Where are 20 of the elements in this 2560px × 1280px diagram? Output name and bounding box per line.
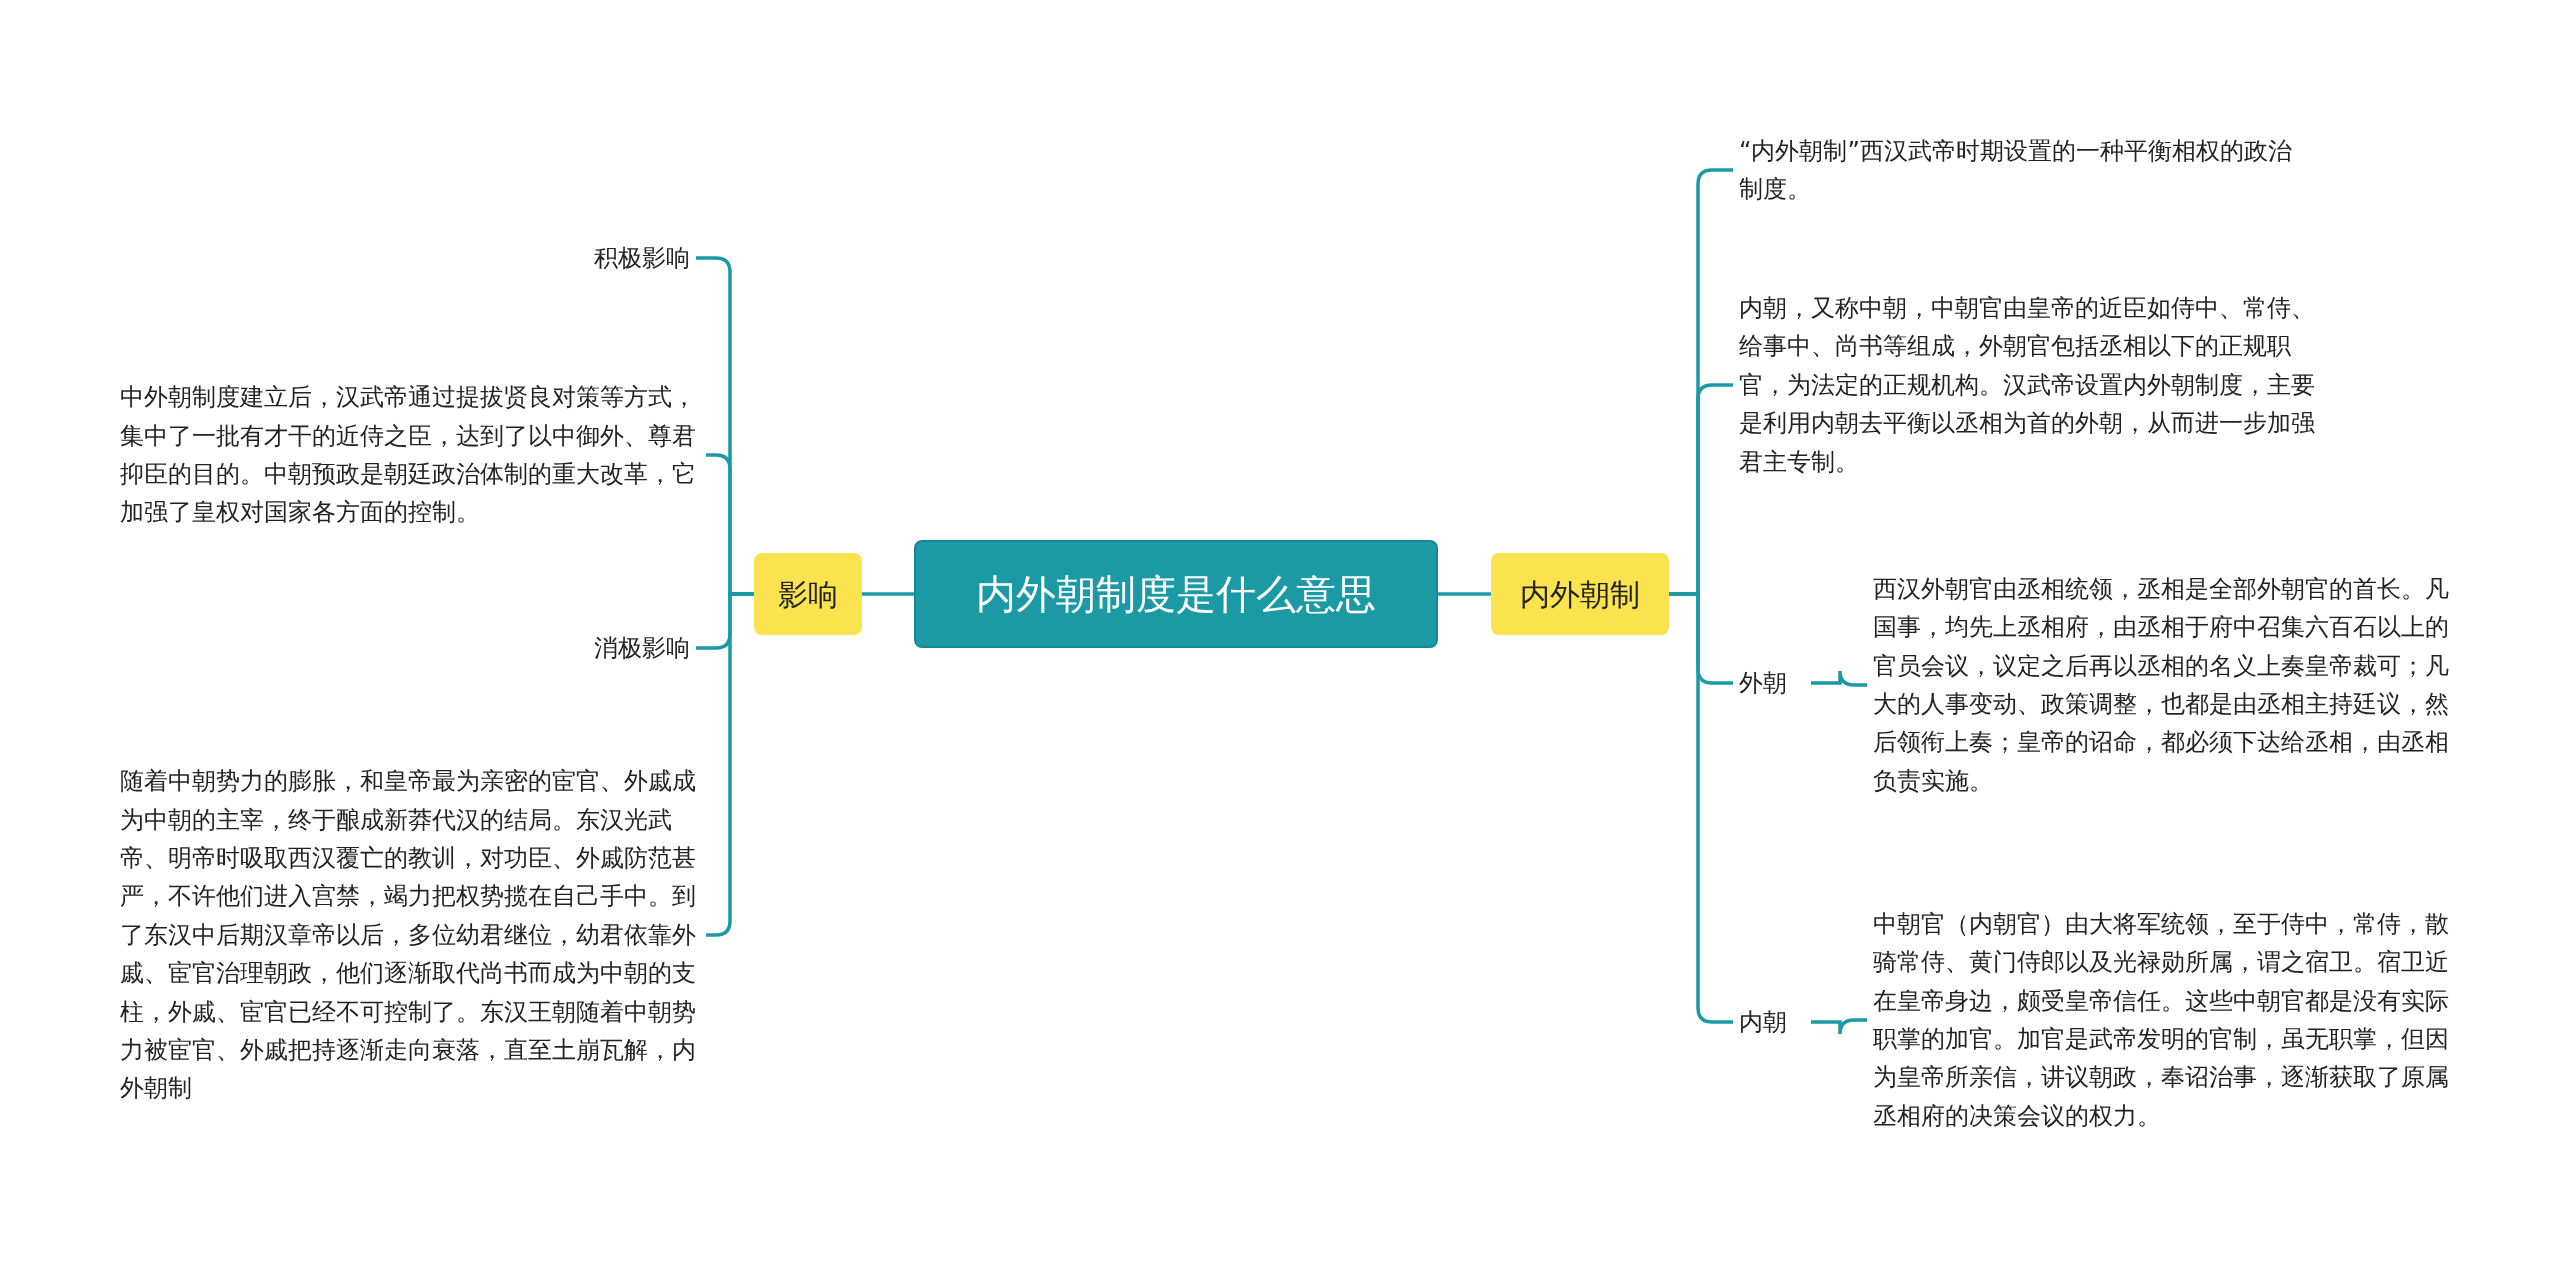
subtopic-label: 外朝	[1739, 668, 1787, 699]
topic-text: 内外朝制	[1520, 575, 1640, 614]
description-text: 随着中朝势力的膨胀，和皇帝最为亲密的宦官、外戚成为中朝的主宰，终于酿成新莽代汉的结局。东汉光武帝、明帝时吸取西汉覆亡的教训，对功臣、外戚防范甚严，不许他们进入宫禁，竭力把权势揽在自己手中。到了东汉中后期汉章帝以后，多位幼君继位，幼君依靠外戚、宦官治理朝政，他们逐渐取代尚书而成为中朝的支柱，外戚、宦官已经不可控制了。东汉王朝随着中朝势力被宦官、外戚把持逐渐走向衰落，直至土崩瓦解，内外朝制	[120, 766, 697, 1105]
description-text: 西汉外朝官由丞相统领，丞相是全部外朝官的首长。凡国事，均先上丞相府，由丞相于府中召集六百石以上的官员会议，议定之后再以丞相的名义上奏皇帝裁可；凡大的人事变动、政策调整，也都是由丞相主持廷议，然后领衔上奏；皇帝的诏命，都必须下达给丞相，由丞相负责实施。	[1873, 573, 2450, 797]
subtopic-label: 消极影响	[594, 633, 690, 664]
subtopic-label: 内朝	[1739, 1007, 1787, 1038]
topic-box	[754, 553, 862, 635]
topic-text: 内外朝制度是什么意思	[976, 570, 1376, 619]
connector-line	[862, 592, 914, 596]
description-text: 内朝，又称中朝，中朝官由皇帝的近臣如侍中、常侍、给事中、尚书等组成，外朝官包括丞相以下的正规职官，为法定的正规机构。汉武帝设置内外朝制度，主要是利用内朝去平衡以丞相为首的外朝，从而进一步加强君主专制。	[1739, 293, 2316, 478]
description-text: 中外朝制度建立后，汉武帝通过提拔贤良对策等方式，集中了一批有才干的近侍之臣，达到了以中御外、尊君抑臣的目的。中朝预政是朝廷政治体制的重大改革，它加强了皇权对国家各方面的控制。	[120, 382, 697, 529]
central-topic-box	[914, 540, 1438, 648]
connector-line	[1811, 669, 1867, 687]
topic-text: 影响	[778, 575, 838, 614]
description-text: “内外朝制”西汉武帝时期设置的一种平衡相权的政治制度。	[1739, 135, 2293, 205]
topic-box	[1491, 553, 1669, 635]
connector-line	[1811, 1018, 1867, 1036]
subtopic-label: 积极影响	[594, 243, 690, 274]
connector-line	[1438, 592, 1491, 596]
description-text: 中朝官（内朝官）由大将军统领，至于侍中，常侍，散骑常侍、黄门侍郎以及光禄勋所属，谓之宿卫。宿卫近在皇帝身边，颇受皇帝信任。这些中朝官都是没有实际职掌的加官。加官是武帝发明的官制，虽无职掌，但因为皇帝所亲信，讲议朝政，奉诏治事，逐渐获取了原属丞相府的决策会议的权力。	[1873, 908, 2450, 1132]
